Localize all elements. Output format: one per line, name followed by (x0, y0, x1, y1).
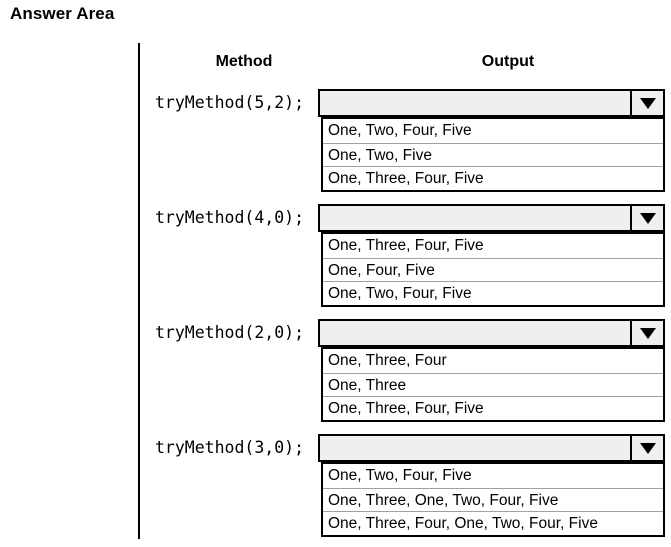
dropdown-option[interactable]: One, Three, One, Two, Four, Five (323, 487, 663, 512)
table-left-divider (138, 43, 140, 539)
output-column-header: Output (481, 53, 535, 70)
chevron-down-icon (639, 97, 656, 109)
chevron-down-icon (639, 442, 656, 454)
dropdown-option[interactable]: One, Three, Four, Five (323, 396, 663, 420)
dropdown-option[interactable]: One, Three, Four, Five (323, 166, 663, 190)
method-column-header: Method (215, 53, 273, 70)
dropdown-option[interactable]: One, Two, Four, Five (323, 119, 663, 143)
dropdown-arrow-button[interactable] (630, 321, 663, 345)
dropdown-option[interactable]: One, Three, Four, Five (323, 234, 663, 258)
output-dropdown[interactable] (318, 204, 665, 232)
dropdown-option[interactable]: One, Two, Four, Five (323, 281, 663, 305)
output-dropdown[interactable] (318, 89, 665, 117)
output-dropdown[interactable] (318, 319, 665, 347)
chevron-down-icon (639, 327, 656, 339)
output-dropdown[interactable] (318, 434, 665, 462)
method-call-label: tryMethod(5,2); (155, 93, 305, 112)
dropdown-arrow-button[interactable] (630, 206, 663, 230)
dropdown-option[interactable]: One, Three, Four (323, 349, 663, 373)
dropdown-arrow-button[interactable] (630, 91, 663, 115)
dropdown-option[interactable]: One, Two, Four, Five (323, 464, 663, 488)
method-call-label: tryMethod(3,0); (155, 438, 305, 457)
dropdown-option[interactable]: One, Four, Five (323, 257, 663, 282)
method-call-label: tryMethod(2,0); (155, 323, 305, 342)
page-title: Answer Area (10, 4, 115, 23)
dropdown-option[interactable]: One, Three, Four, One, Two, Four, Five (323, 511, 663, 535)
dropdown-option[interactable]: One, Two, Five (323, 142, 663, 167)
chevron-down-icon (639, 212, 656, 224)
dropdown-option[interactable]: One, Three (323, 372, 663, 397)
method-call-label: tryMethod(4,0); (155, 208, 305, 227)
dropdown-arrow-button[interactable] (630, 436, 663, 460)
